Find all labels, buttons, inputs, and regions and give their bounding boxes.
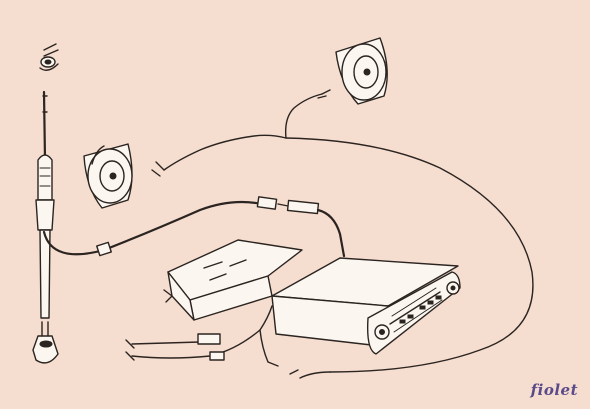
radio-buttons	[399, 295, 442, 324]
antenna-tip-clip	[39, 43, 59, 71]
mounting-bracket	[163, 239, 303, 321]
antenna-base	[32, 321, 59, 364]
antenna-housing	[35, 199, 55, 231]
fuse-holder	[197, 333, 221, 345]
radio-cassette-unit	[271, 257, 461, 355]
antenna-extension-sleeve	[286, 199, 320, 215]
speaker-left	[83, 143, 133, 209]
antenna-mast	[37, 154, 53, 201]
antenna-tube	[39, 229, 51, 319]
antenna-whip	[42, 90, 47, 162]
wiring	[42, 89, 534, 379]
antenna-cable	[42, 200, 264, 256]
radio-faceplate	[366, 271, 461, 355]
watermark: fiolet	[530, 381, 578, 399]
speaker-harness-wire	[285, 137, 534, 373]
antenna-plug	[256, 196, 289, 210]
speaker-right-wire	[284, 93, 323, 139]
antenna	[32, 43, 59, 364]
power-lead	[131, 305, 273, 359]
speaker-left-wire	[163, 134, 287, 171]
cassette-slot	[389, 291, 441, 325]
speaker-right	[335, 37, 388, 105]
